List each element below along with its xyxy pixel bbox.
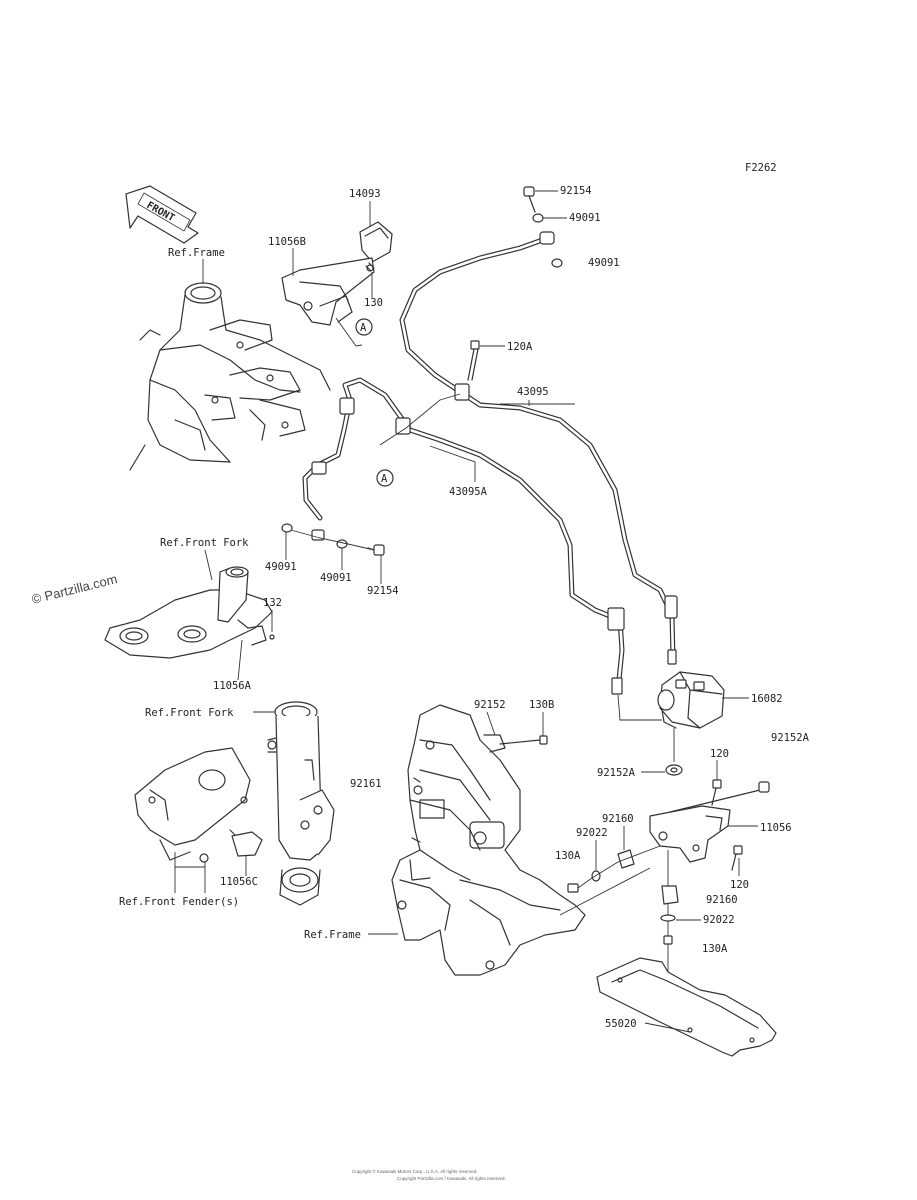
mount-hardware-right-drawing: [660, 850, 679, 990]
callout-a-lower[interactable]: A: [376, 469, 394, 487]
part-49091-top2: 49091: [588, 257, 620, 269]
part-49091-top1: 49091: [569, 212, 601, 224]
part-11056b: 11056B: [268, 236, 306, 248]
part-92160-right: 92160: [706, 894, 738, 906]
part-92152a-right: 92152A: [771, 732, 810, 744]
front-fender-drawing: [134, 747, 263, 863]
part-11056: 11056: [760, 822, 792, 834]
ref-front-fender: Ref.Front Fender(s): [119, 896, 239, 908]
part-14093: 14093: [349, 188, 381, 200]
part-120-bottom: 120: [730, 879, 749, 891]
abs-unit-drawing: [617, 671, 725, 729]
part-49091-mid1: 49091: [265, 561, 297, 573]
triple-clamp-drawing: [104, 566, 275, 659]
part-92152a-left: 92152A: [597, 767, 636, 779]
part-16082: 16082: [751, 693, 783, 705]
part-120-top: 120: [710, 748, 729, 760]
part-130b: 130B: [529, 699, 554, 711]
part-55020: 55020: [605, 1018, 637, 1030]
fork-leg-drawing: [267, 701, 335, 906]
callout-a-upper[interactable]: A: [355, 318, 373, 336]
svg-text:A: A: [381, 473, 388, 485]
part-92152: 92152: [474, 699, 506, 711]
mount-hardware-left-drawing: [567, 845, 661, 893]
bolt-130b-drawing: [499, 735, 548, 745]
banjo-bolt-mid-drawing: [281, 523, 385, 556]
ref-front-fork-lower: Ref.Front Fork: [145, 707, 234, 719]
part-92022-left: 92022: [576, 827, 608, 839]
ref-frame-top: Ref.Frame: [168, 247, 225, 259]
copyright-line-2: Copyright Partzilla.com / Kawasaki. All …: [397, 1176, 506, 1181]
part-43095: 43095: [517, 386, 549, 398]
bracket-11056-drawing: [649, 781, 770, 863]
part-92154-mid: 92154: [367, 585, 399, 597]
part-92022-right: 92022: [703, 914, 735, 926]
bolt-120-bottom-drawing: [731, 845, 743, 871]
watermark: © Partzilla.com: [30, 571, 119, 607]
part-49091-mid2: 49091: [320, 572, 352, 584]
cover-55020-drawing: [596, 957, 777, 1057]
part-132: 132: [263, 597, 282, 609]
svg-text:A: A: [360, 322, 367, 334]
part-92160-left: 92160: [602, 813, 634, 825]
bolt-120a-drawing: [467, 340, 480, 381]
lower-frame-drawing: [391, 704, 586, 976]
part-130a-left: 130A: [555, 850, 581, 862]
copyright-line-1: Copyright © Kawasaki Motors Corp., U.S.A…: [352, 1168, 477, 1174]
part-11056c: 11056C: [220, 876, 258, 888]
figure-code: F2262: [745, 162, 777, 174]
part-92161: 92161: [350, 778, 382, 790]
part-43095a: 43095A: [449, 486, 488, 498]
ref-front-fork-upper: Ref.Front Fork: [160, 537, 249, 549]
front-arrow-icon: FRONT: [125, 185, 199, 244]
hose-43095-drawing: [399, 231, 678, 665]
part-130: 130: [364, 297, 383, 309]
part-11056a: 11056A: [213, 680, 252, 692]
frame-head-drawing: [129, 282, 331, 471]
banjo-bolt-top-drawing: [523, 186, 563, 268]
part-120a: 120A: [507, 341, 533, 353]
hose-43095a-drawing: [302, 377, 625, 695]
part-130a-right: 130A: [702, 943, 728, 955]
ref-frame-bottom: Ref.Frame: [304, 929, 361, 941]
bracket-11056b-drawing: [281, 221, 393, 326]
part-92154-top: 92154: [560, 185, 592, 197]
grommet-92152a-drawing: [665, 764, 683, 776]
